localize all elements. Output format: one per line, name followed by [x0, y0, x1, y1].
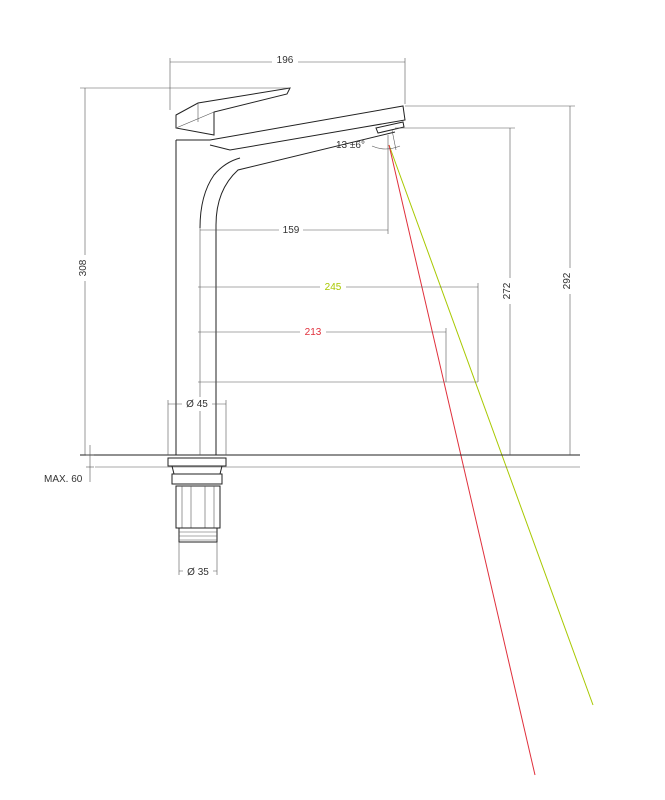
- faucet-body: [175, 105, 406, 455]
- dim-245: 245: [198, 280, 479, 383]
- dim-308-label: 308: [78, 259, 89, 276]
- dim-292: 292: [405, 105, 577, 455]
- dim-diameter-45: Ø 45: [167, 397, 227, 455]
- dim-272: 272: [395, 127, 517, 455]
- dim-196: 196: [169, 53, 406, 110]
- dim-angle-label: 13 ±6°: [336, 140, 365, 151]
- dim-213: 213: [198, 325, 447, 382]
- base-and-thread: [167, 457, 227, 543]
- water-stream-red: [388, 144, 536, 776]
- dim-196-label: 196: [277, 55, 294, 66]
- dim-angle: 13 ±6°: [336, 129, 401, 151]
- dim-272-label: 272: [502, 282, 513, 299]
- dim-max-60: MAX. 60: [44, 445, 94, 485]
- dim-292-label: 292: [562, 272, 573, 289]
- dim-308: 308: [78, 87, 290, 455]
- dim-max-60-label: MAX. 60: [44, 474, 83, 485]
- dim-diameter-35: Ø 35: [178, 542, 218, 578]
- dim-245-label: 245: [325, 282, 342, 293]
- dim-diameter-35-label: Ø 35: [187, 567, 209, 578]
- dim-159: 159: [200, 135, 389, 237]
- dim-213-label: 213: [305, 327, 322, 338]
- handle-lever: [175, 87, 291, 136]
- water-stream-green: [388, 144, 594, 706]
- dim-diameter-45-label: Ø 45: [186, 399, 208, 410]
- dim-159-label: 159: [283, 225, 300, 236]
